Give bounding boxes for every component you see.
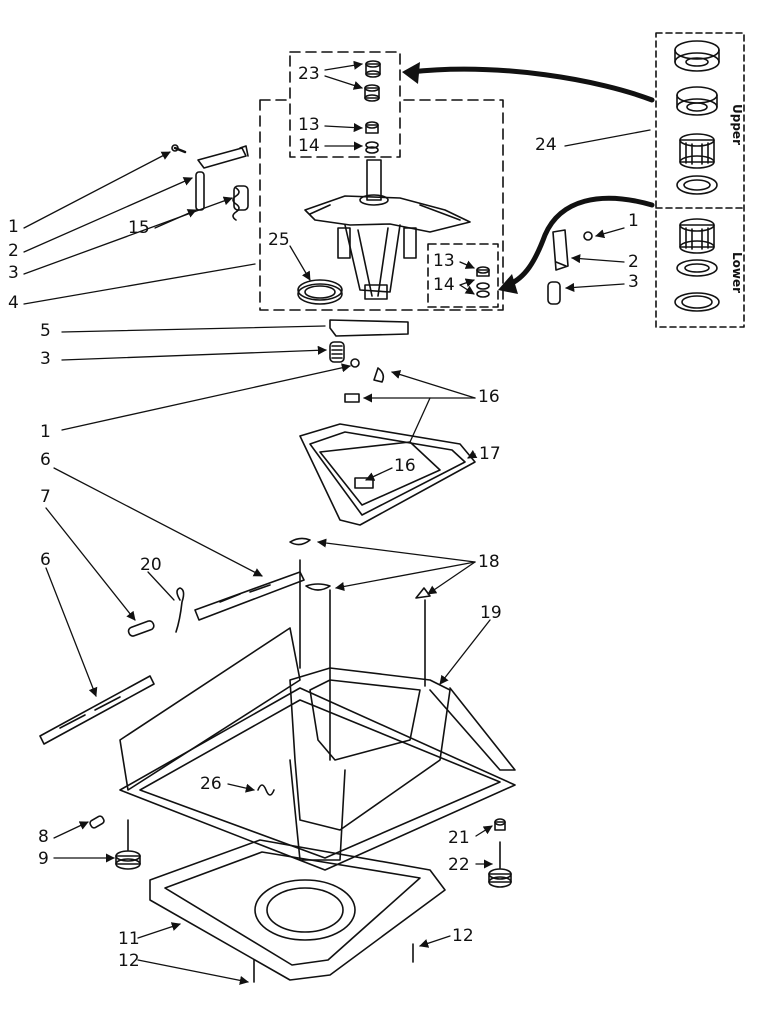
- side-washer-stack: [476, 266, 490, 298]
- callout-7: 7: [40, 487, 51, 507]
- top-bearing-stack: [364, 60, 381, 154]
- callout-leaders: [23, 60, 651, 985]
- lower-kit-arrow: [505, 195, 655, 288]
- base-frame: [119, 559, 516, 871]
- center-bracket-parts: [329, 319, 409, 368]
- gearcase-assembly: [304, 159, 471, 300]
- lower-bearing-parts: [674, 218, 720, 312]
- callout-2: 2: [8, 241, 19, 261]
- callout-3-mid: 3: [40, 349, 51, 369]
- callout-19: 19: [480, 603, 502, 623]
- callout-4: 4: [8, 293, 19, 313]
- drive-ring: [297, 279, 343, 305]
- callout-3-right: 3: [628, 272, 639, 292]
- callout-18: 18: [478, 552, 500, 572]
- crossmember-parts: [39, 571, 305, 745]
- leveling-feet: [89, 815, 512, 983]
- bottom-pan: [149, 839, 446, 981]
- inset-lower-label: Lower: [730, 252, 744, 294]
- callout-23: 23: [298, 64, 320, 84]
- callout-20: 20: [140, 555, 162, 575]
- callout-8: 8: [38, 827, 49, 847]
- callout-13-right: 13: [433, 251, 455, 271]
- callout-15: 15: [128, 218, 150, 238]
- inset-upper-label: Upper: [730, 104, 744, 145]
- callout-16-mid: 16: [394, 456, 416, 476]
- callout-16-top: 16: [478, 387, 500, 407]
- left-shock-parts: [171, 144, 249, 221]
- callout-1-mid: 1: [40, 422, 51, 442]
- callout-2-right: 2: [628, 252, 639, 272]
- callout-6-upper: 6: [40, 450, 51, 470]
- callout-11: 11: [118, 929, 140, 949]
- callout-1-right: 1: [628, 211, 639, 231]
- callout-12-right: 12: [452, 926, 474, 946]
- callout-17: 17: [479, 444, 501, 464]
- callout-22: 22: [448, 855, 470, 875]
- clip-part: [257, 784, 275, 796]
- callout-14-top: 14: [298, 136, 320, 156]
- callout-14-right: 14: [433, 275, 455, 295]
- bearing-inset-panel: [655, 32, 745, 328]
- corner-pads: [289, 537, 431, 599]
- top-bearing-kit-box: [289, 51, 401, 158]
- callout-21: 21: [448, 828, 470, 848]
- callout-13-top: 13: [298, 115, 320, 135]
- callout-6-lower: 6: [40, 550, 51, 570]
- upper-kit-arrow: [407, 66, 655, 103]
- callout-12-left: 12: [118, 951, 140, 971]
- callout-24: 24: [535, 135, 557, 155]
- callout-1: 1: [8, 217, 19, 237]
- callout-25: 25: [268, 230, 290, 250]
- platform-assembly: [299, 367, 476, 526]
- upper-bearing-parts: [674, 40, 720, 195]
- callout-9: 9: [38, 849, 49, 869]
- callout-26: 26: [200, 774, 222, 794]
- callout-3: 3: [8, 263, 19, 283]
- right-shock-parts: [547, 229, 593, 305]
- callout-5: 5: [40, 321, 51, 341]
